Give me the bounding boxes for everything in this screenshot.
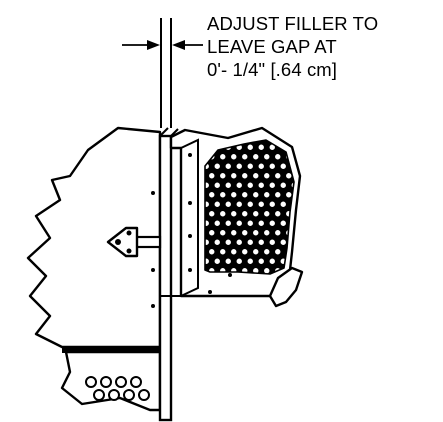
arrow-left-icon <box>172 40 185 50</box>
wall-cutaway <box>26 126 162 412</box>
callout-line-3: 0'- 1/4" [.64 cm] <box>207 59 338 80</box>
lower-wall-holes <box>85 376 150 401</box>
perforated-panel <box>169 126 304 308</box>
arrow-right-icon <box>147 40 160 50</box>
callout-line-1: ADJUST FILLER TO <box>207 13 379 34</box>
filler-strip <box>151 127 179 422</box>
screw-icon <box>106 226 162 258</box>
dimension-indicator <box>122 18 203 128</box>
callout-line-2: LEAVE GAP AT <box>207 36 337 57</box>
